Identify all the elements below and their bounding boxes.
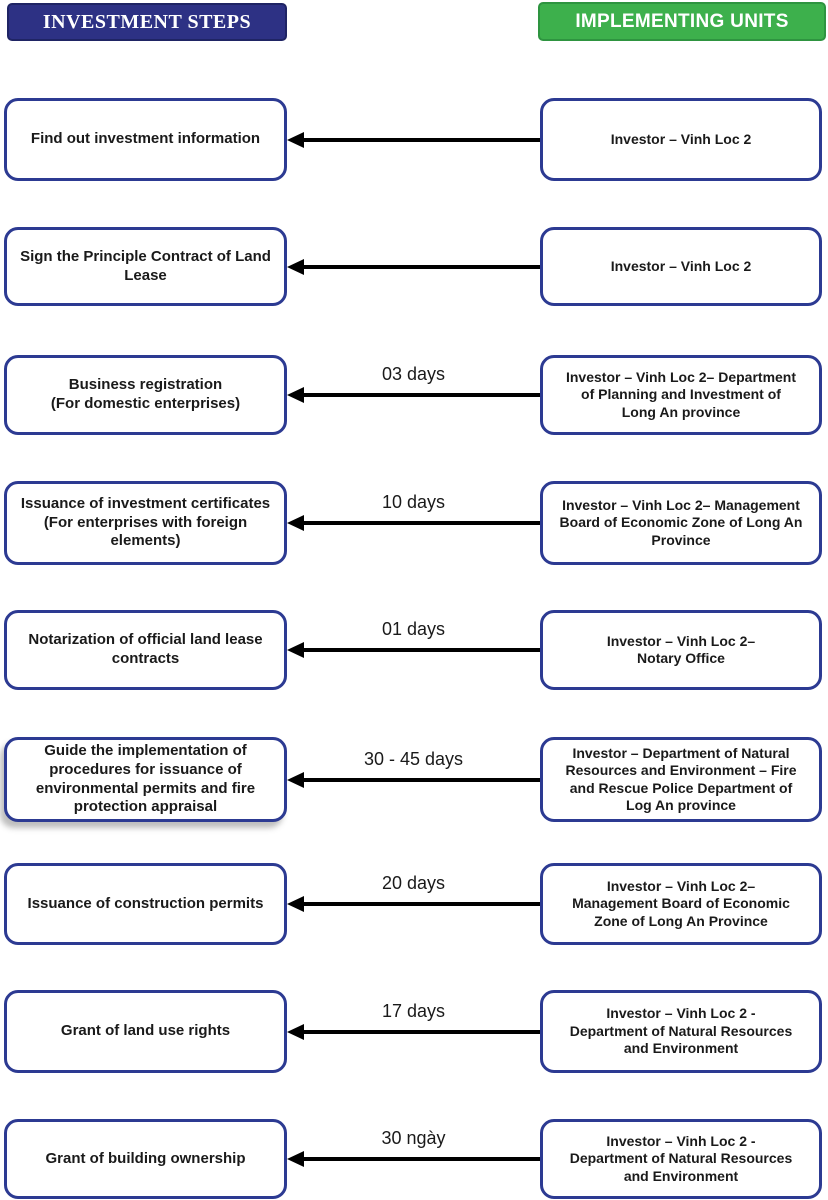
arrowhead-left-icon [287, 771, 304, 788]
unit-box: Investor – Vinh Loc 2– Department of Pla… [540, 355, 822, 435]
unit-box: Investor – Vinh Loc 2– Management Board … [540, 481, 822, 565]
implementing-units-header: IMPLEMENTING UNITS [538, 2, 826, 41]
step-box: Guide the implementation of procedures f… [4, 737, 287, 822]
flow-row: Notarization of official land lease cont… [0, 610, 828, 690]
arrowhead-left-icon [287, 258, 304, 275]
flow-row: Grant of building ownership 30 ngày Inve… [0, 1119, 828, 1199]
unit-box: Investor – Vinh Loc 2 - Department of Na… [540, 1119, 822, 1199]
duration-label: 03 days [381, 364, 446, 384]
flow-row: Issuance of construction permits 20 days… [0, 863, 828, 945]
arrowhead-left-icon [287, 387, 304, 403]
unit-box: Investor – Vinh Loc 2 [540, 98, 822, 181]
flow-row: Issuance of investment certificates (For… [0, 481, 828, 565]
investment-steps-header: INVESTMENT STEPS [7, 3, 287, 41]
unit-box: Investor – Vinh Loc 2– Management Board … [540, 863, 822, 945]
duration-label: 17 days [381, 1000, 446, 1021]
arrow-line [301, 1157, 540, 1161]
duration-label: 30 - 45 days [363, 748, 464, 769]
duration-label: 10 days [381, 492, 446, 512]
arrow-line [301, 521, 540, 525]
step-box: Find out investment information [4, 98, 287, 181]
arrow-line [301, 777, 540, 782]
arrow-line [301, 1029, 540, 1034]
arrow-line [301, 137, 540, 142]
duration-label: 30 ngày [381, 1128, 446, 1148]
step-box: Grant of land use rights [4, 990, 287, 1073]
duration-label: 01 days [381, 619, 446, 639]
flow-row: Guide the implementation of procedures f… [0, 737, 828, 822]
arrowhead-left-icon [287, 642, 304, 658]
step-box: Notarization of official land lease cont… [4, 610, 287, 690]
flow-row: Business registration (For domestic ente… [0, 355, 828, 435]
step-box: Business registration (For domestic ente… [4, 355, 287, 435]
arrow-line [301, 393, 540, 397]
arrow-line [301, 902, 540, 906]
step-box: Grant of building ownership [4, 1119, 287, 1199]
arrowhead-left-icon [287, 515, 304, 531]
arrowhead-left-icon [287, 896, 304, 912]
flow-row: Find out investment information Investor… [0, 98, 828, 181]
arrowhead-left-icon [287, 1023, 304, 1040]
unit-box: Investor – Vinh Loc 2– Notary Office [540, 610, 822, 690]
flow-row: Sign the Principle Contract of Land Leas… [0, 227, 828, 306]
flow-row: Grant of land use rights 17 days Investo… [0, 990, 828, 1073]
step-box: Issuance of construction permits [4, 863, 287, 945]
arrow-line [301, 264, 540, 269]
arrowhead-left-icon [287, 1151, 304, 1167]
arrowhead-left-icon [287, 131, 304, 148]
step-box: Issuance of investment certificates (For… [4, 481, 287, 565]
unit-box: Investor – Department of Natural Resourc… [540, 737, 822, 822]
duration-label: 20 days [381, 873, 446, 893]
unit-box: Investor – Vinh Loc 2 [540, 227, 822, 306]
unit-box: Investor – Vinh Loc 2 - Department of Na… [540, 990, 822, 1073]
arrow-line [301, 648, 540, 652]
step-box: Sign the Principle Contract of Land Leas… [4, 227, 287, 306]
